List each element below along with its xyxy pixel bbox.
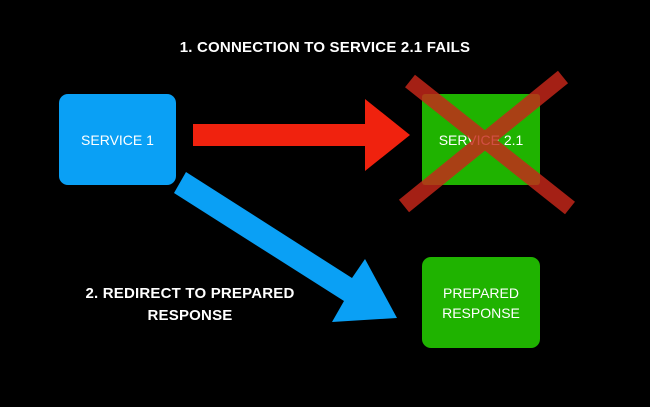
caption-connection-fails: 1. CONNECTION TO SERVICE 2.1 FAILS	[179, 39, 471, 56]
prepared-response-label-line2: RESPONSE	[442, 304, 520, 321]
caption-redirect-line2: RESPONSE	[147, 307, 233, 324]
prepared-response-node: PREPARED RESPONSE	[422, 257, 540, 348]
redirect-arrow	[174, 172, 397, 322]
prepared-response-label-line1: PREPARED	[443, 284, 519, 301]
caption-redirect: 2. REDIRECT TO PREPARED RESPONSE	[40, 283, 340, 327]
service-1-node: SERVICE 1	[59, 94, 176, 185]
service-1-label: SERVICE 1	[81, 131, 154, 148]
failed-connection-arrow	[193, 99, 410, 171]
caption-redirect-line1: 2. REDIRECT TO PREPARED	[85, 285, 295, 302]
failure-cross-icon	[398, 70, 575, 215]
